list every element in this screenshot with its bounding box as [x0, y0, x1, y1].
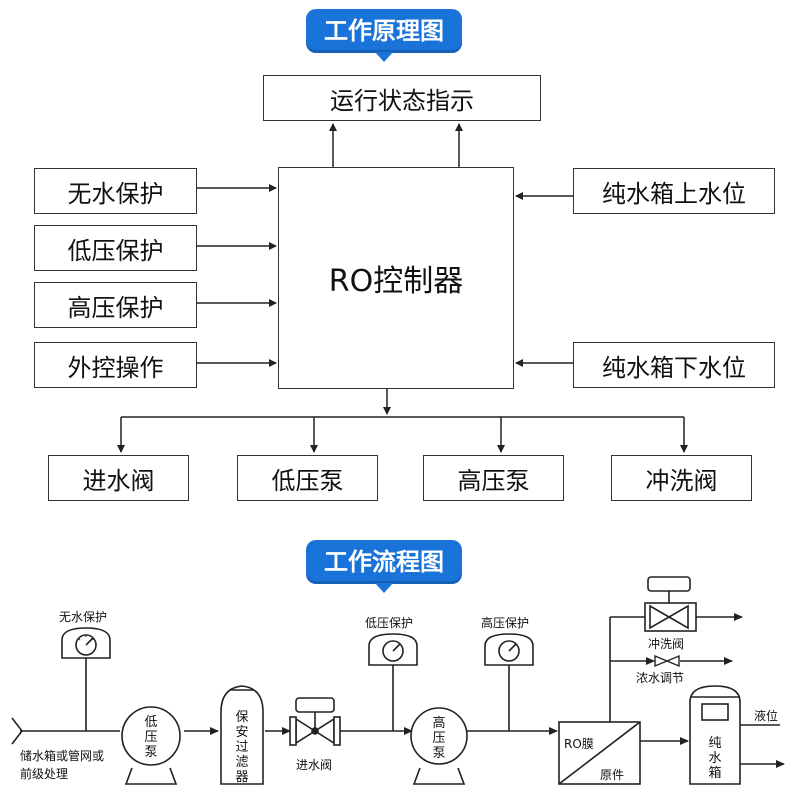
input-box-low-pressure: 低压保护	[34, 225, 197, 271]
ro-membrane-icon	[558, 721, 641, 785]
controller-label: RO控制器	[328, 264, 464, 299]
flush-valve-label: 冲洗阀	[648, 637, 685, 651]
pure-tank-char: 纯	[708, 736, 722, 751]
input-box-high-pressure: 高压保护	[34, 282, 197, 328]
status-indicator-box: 运行状态指示	[263, 75, 541, 121]
output-label: 冲洗阀	[645, 466, 718, 495]
input-label: 外控操作	[67, 353, 164, 382]
low-pump-label: 低 压 泵	[143, 715, 159, 760]
high-pump-icon	[410, 707, 468, 785]
output-box-inlet-valve: 进水阀	[48, 455, 189, 501]
output-box-flush-valve: 冲洗阀	[611, 455, 752, 501]
inlet-valve-icon	[289, 697, 341, 746]
gauge-label-low-pressure: 低压保护	[365, 616, 414, 630]
filter-char: 器	[235, 770, 249, 785]
concentrate-valve-label: 浓水调节	[636, 671, 685, 685]
gauge-icon-no-water	[61, 627, 111, 659]
low-pump-char: 低	[144, 715, 158, 730]
ro-original-label: 原件	[600, 768, 625, 782]
gauge-label-no-water: 无水保护	[59, 610, 108, 624]
output-label: 高压泵	[457, 466, 530, 495]
filter-char: 安	[235, 725, 249, 740]
filter-label: 保 安 过 滤 器	[234, 710, 250, 785]
concentrate-valve-icon	[654, 654, 680, 668]
pure-tank-label: 纯 水 箱	[707, 736, 723, 781]
input-box-no-water: 无水保护	[34, 168, 197, 214]
source-label-line1: 储水箱或管网或	[20, 749, 105, 763]
high-pump-label: 高 压 泵	[431, 716, 447, 761]
input-box-tank-lower-level: 纯水箱下水位	[573, 342, 775, 388]
filter-char: 保	[235, 710, 249, 725]
input-label: 纯水箱上水位	[602, 179, 746, 208]
gauge-icon-low-pressure	[368, 633, 418, 666]
low-pump-char: 压	[144, 730, 158, 745]
level-label: 液位	[754, 709, 779, 723]
input-box-tank-upper-level: 纯水箱上水位	[573, 168, 775, 214]
gauge-label-high-pressure: 高压保护	[481, 616, 530, 630]
filter-char: 过	[235, 740, 249, 755]
high-pump-char: 压	[432, 731, 446, 746]
gauge-icon-high-pressure	[484, 633, 534, 666]
ro-membrane-label: RO膜	[564, 737, 594, 751]
input-label: 高压保护	[67, 293, 164, 322]
input-box-external-control: 外控操作	[34, 342, 197, 388]
inlet-valve-label: 进水阀	[296, 758, 333, 772]
input-label: 无水保护	[67, 179, 164, 208]
low-pump-icon	[121, 706, 181, 785]
input-label: 低压保护	[67, 236, 164, 265]
high-pump-char: 泵	[432, 746, 446, 761]
pure-tank-char: 箱	[708, 766, 722, 781]
input-label: 纯水箱下水位	[602, 353, 746, 382]
output-box-low-pump: 低压泵	[237, 455, 378, 501]
high-pump-char: 高	[432, 716, 446, 731]
filter-char: 滤	[235, 755, 249, 770]
controller-box: RO控制器	[278, 167, 514, 389]
flow-title-badge: 工作流程图	[306, 540, 462, 593]
output-label: 低压泵	[271, 466, 344, 495]
pure-tank-icon	[689, 685, 741, 785]
low-pump-char: 泵	[144, 745, 158, 760]
principle-title-badge: 工作原理图	[306, 9, 462, 62]
flush-valve-icon	[644, 576, 697, 632]
output-label: 进水阀	[82, 466, 155, 495]
source-label-line2: 前级处理	[20, 767, 69, 781]
filter-icon	[220, 685, 264, 785]
pure-tank-char: 水	[708, 751, 722, 766]
status-indicator-label: 运行状态指示	[330, 86, 474, 115]
output-box-high-pump: 高压泵	[423, 455, 564, 501]
